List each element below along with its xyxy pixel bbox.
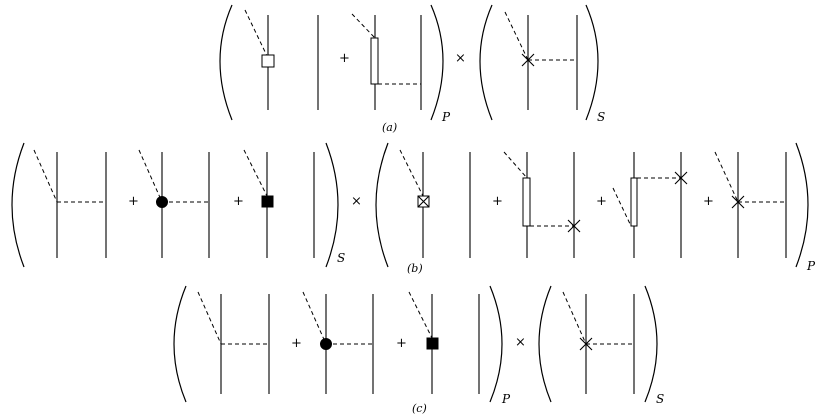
subscript-p: P [441, 110, 451, 124]
times-sign: × [351, 194, 362, 209]
diagram-c-cross [562, 291, 635, 394]
cross-vertex [567, 219, 581, 233]
subscript-p: P [806, 259, 816, 273]
diagram-b-cross [714, 151, 787, 258]
diagram-c-plain-vertex [197, 291, 270, 394]
diagram-b-filled-circle [138, 149, 210, 258]
row-a: + P × S (a) [219, 4, 605, 134]
subscript-s: S [337, 251, 345, 265]
row-b: + + S × + [11, 142, 816, 275]
caption-b: (b) [407, 262, 423, 275]
paren-open [219, 4, 233, 121]
plus-sign: + [233, 194, 244, 209]
paren-open [479, 4, 493, 121]
paren-close [489, 285, 503, 403]
paren-close [430, 4, 444, 121]
diagram-b-plain-vertex [33, 149, 107, 258]
open-rectangle-vertex [522, 177, 531, 227]
cross-vertex [521, 53, 535, 67]
filled-circle-vertex [156, 196, 168, 208]
diagram-a-cross [504, 11, 578, 110]
plus-sign: + [396, 336, 407, 351]
paren-open [11, 142, 25, 268]
subscript-p: P [501, 392, 511, 406]
times-sign: × [455, 51, 466, 66]
paren-open [538, 285, 552, 403]
plus-sign: + [703, 194, 714, 209]
caption-a: (a) [382, 121, 397, 134]
diagram-c-filled-square [408, 291, 480, 394]
diagram-b-crossed-box [399, 149, 471, 258]
row-c: + + P × S (c) [173, 285, 664, 415]
filled-square-vertex [261, 195, 274, 208]
caption-c: (c) [412, 402, 427, 415]
diagram-a-open-rectangle [351, 13, 422, 110]
paren-close [585, 4, 599, 121]
paren-close [795, 142, 809, 268]
paren-open [375, 142, 389, 268]
subscript-s: S [656, 392, 664, 406]
diagram-a-open-square [244, 9, 319, 110]
filled-square-vertex [426, 337, 439, 350]
open-rectangle-vertex [370, 37, 379, 85]
cross-vertex [731, 195, 745, 209]
plus-sign: + [291, 336, 302, 351]
paren-close [644, 285, 658, 403]
filled-circle-vertex [320, 338, 332, 350]
cross-vertex [579, 337, 593, 351]
diagram-b-filled-square [243, 149, 315, 258]
cross-vertex [674, 171, 688, 185]
plus-sign: + [339, 51, 350, 66]
paren-open [173, 285, 187, 403]
paren-close [325, 142, 339, 268]
subscript-s: S [597, 110, 605, 124]
plus-sign: + [596, 194, 607, 209]
plus-sign: + [492, 194, 503, 209]
diagram-b-rectangle-lower-cross [503, 151, 581, 258]
diagram-c-filled-circle [302, 291, 374, 394]
open-square-vertex [261, 54, 275, 68]
open-rectangle-vertex [630, 177, 638, 227]
times-sign: × [515, 335, 526, 350]
plus-sign: + [128, 194, 139, 209]
diagram-b-rectangle-upper-cross [612, 152, 688, 258]
cross-mark [417, 195, 430, 208]
